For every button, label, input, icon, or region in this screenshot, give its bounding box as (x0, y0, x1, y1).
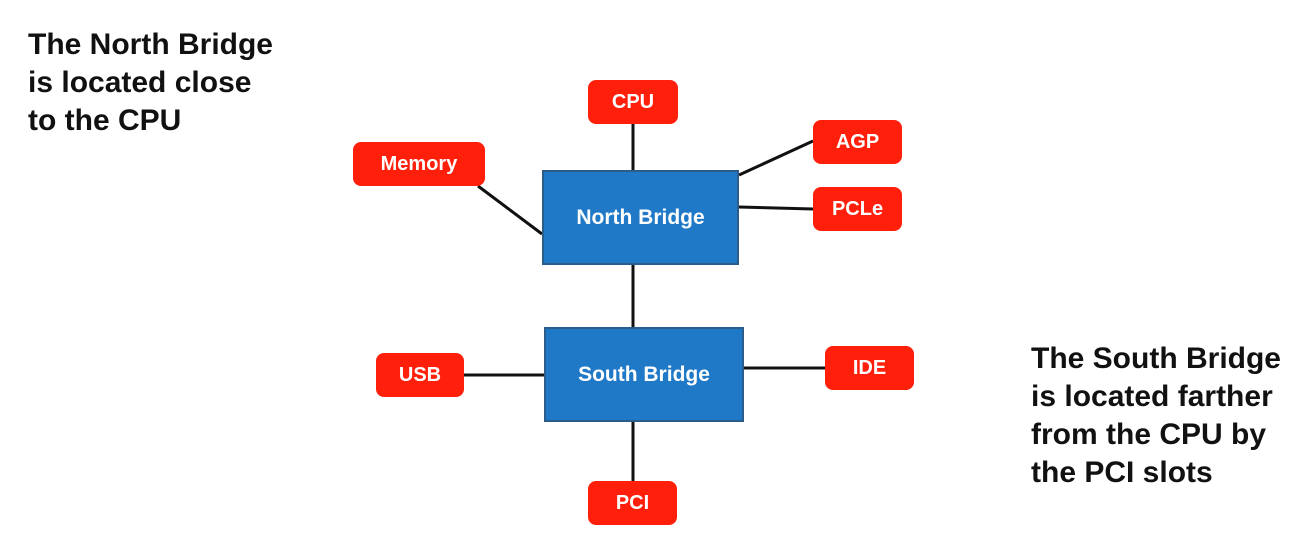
usb-label: USB (398, 363, 442, 386)
pci-label: PCI (615, 491, 650, 514)
agp-label: AGP (835, 130, 880, 153)
memory-label: Memory (380, 152, 458, 175)
south-bridge-label: South Bridge (578, 362, 710, 386)
south-bridge-note: The South Bridge is located farther from… (1031, 340, 1281, 492)
ide-label: IDE (852, 356, 887, 379)
note-line: to the CPU (28, 104, 182, 137)
cpu-node: CPU (588, 80, 678, 124)
note-line: is located close (28, 66, 252, 99)
north-bridge-note: The North Bridge is located close to the… (28, 26, 273, 140)
note-line: The South Bridge (1031, 342, 1281, 375)
usb-node: USB (376, 353, 464, 397)
connector-memory-north (477, 184, 543, 236)
north-bridge-label: North Bridge (576, 205, 705, 229)
cpu-label: CPU (611, 90, 655, 113)
south-bridge-box: South Bridge (544, 327, 744, 422)
note-line: is located farther (1031, 380, 1273, 413)
note-line: the PCI slots (1031, 456, 1213, 489)
pcie-label: PCLe (831, 197, 884, 220)
ide-node: IDE (825, 346, 914, 390)
pcie-node: PCLe (813, 187, 902, 231)
north-bridge-box: North Bridge (542, 170, 739, 265)
memory-node: Memory (353, 142, 485, 186)
connector-agp-north (738, 139, 814, 177)
connector-pcie-north (738, 205, 814, 211)
agp-node: AGP (813, 120, 902, 164)
note-line: The North Bridge (28, 28, 273, 61)
pci-node: PCI (588, 481, 677, 525)
note-line: from the CPU by (1031, 418, 1267, 451)
